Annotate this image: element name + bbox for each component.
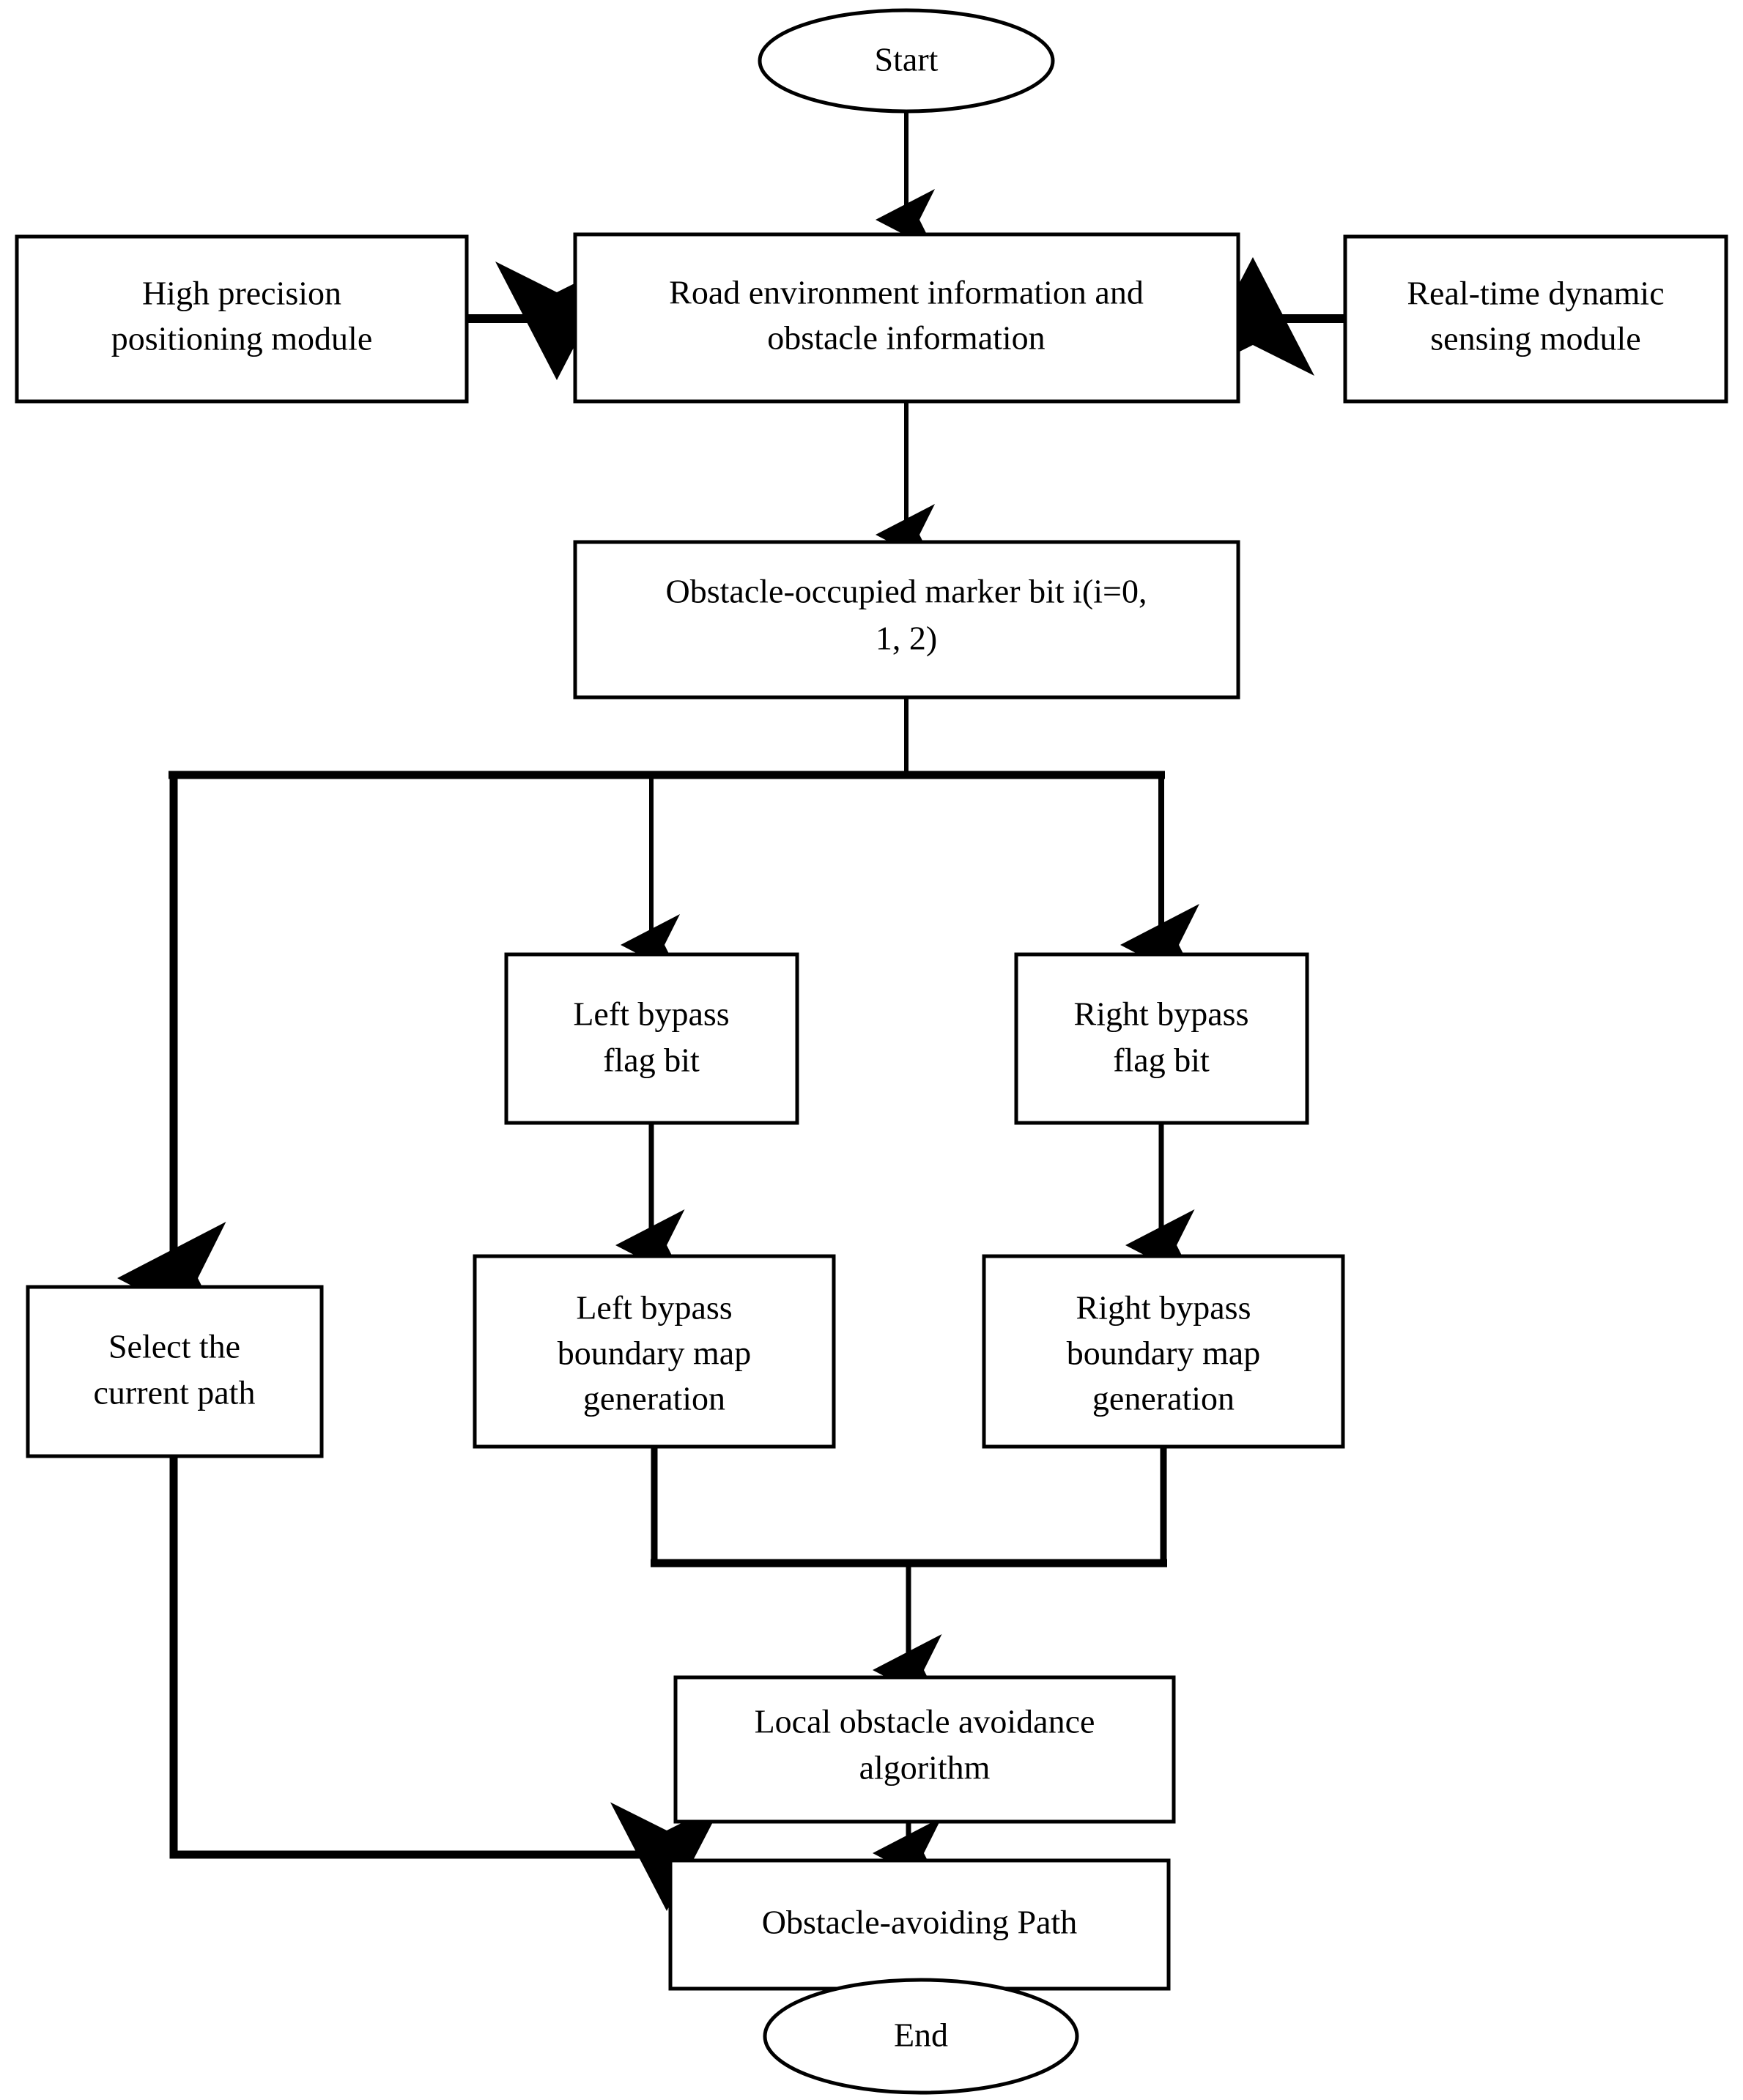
node-left-boundary-line3: generation bbox=[583, 1380, 725, 1417]
node-start-label: Start bbox=[875, 41, 939, 78]
node-select-path-line2: current path bbox=[94, 1374, 256, 1411]
node-right-bypass-flag-bit[interactable]: Right bypass flag bit bbox=[1014, 952, 1309, 1125]
node-left-boundary-line2: boundary map bbox=[558, 1335, 751, 1372]
node-realtime-sensing-line1: Real-time dynamic bbox=[1407, 275, 1664, 312]
node-realtime-sensing-line2: sensing module bbox=[1430, 320, 1640, 357]
node-end-label: End bbox=[894, 2016, 948, 2054]
node-high-precision-positioning-module[interactable]: High precision positioning module bbox=[15, 234, 469, 404]
node-start[interactable]: Start bbox=[758, 8, 1055, 114]
node-local-algo-line1: Local obstacle avoidance bbox=[755, 1703, 1095, 1740]
node-left-boundary-line1: Left bypass bbox=[576, 1289, 732, 1327]
node-realtime-dynamic-sensing-module[interactable]: Real-time dynamic sensing module bbox=[1343, 234, 1728, 404]
node-local-algo-line2: algorithm bbox=[859, 1749, 991, 1787]
node-left-bypass-flag-bit[interactable]: Left bypass flag bit bbox=[504, 952, 799, 1125]
edge-marker-bit-branch-bus bbox=[169, 696, 1165, 779]
node-right-flag-line2: flag bit bbox=[1113, 1042, 1210, 1079]
node-marker-bit-line2: 1, 2) bbox=[876, 620, 937, 657]
node-left-flag-line1: Left bypass bbox=[573, 995, 729, 1033]
node-right-boundary-line1: Right bypass bbox=[1076, 1289, 1251, 1327]
node-road-env-line1: Road environment information and bbox=[669, 274, 1144, 311]
node-obstacle-avoiding-path[interactable]: Obstacle-avoiding Path bbox=[668, 1858, 1171, 1991]
node-select-path-line1: Select the bbox=[108, 1328, 240, 1365]
node-road-environment-information[interactable]: Road environment information and obstacl… bbox=[573, 232, 1240, 404]
node-high-precision-line1: High precision bbox=[142, 275, 341, 312]
node-end[interactable]: End bbox=[763, 1978, 1079, 2095]
node-local-obstacle-avoidance-algorithm[interactable]: Local obstacle avoidance algorithm bbox=[673, 1675, 1176, 1824]
node-left-bypass-boundary-map-generation[interactable]: Left bypass boundary map generation bbox=[473, 1254, 836, 1449]
node-avoiding-path-label: Obstacle-avoiding Path bbox=[762, 1904, 1078, 1941]
node-right-flag-line1: Right bypass bbox=[1074, 995, 1249, 1033]
edge-boundaries-merge-to-local-algo bbox=[651, 1447, 1167, 1706]
node-right-boundary-line2: boundary map bbox=[1067, 1335, 1260, 1372]
node-road-env-line2: obstacle information bbox=[767, 319, 1045, 357]
node-left-flag-line2: flag bit bbox=[603, 1042, 700, 1079]
node-select-the-current-path[interactable]: Select the current path bbox=[26, 1285, 324, 1458]
node-obstacle-occupied-marker-bit[interactable]: Obstacle-occupied marker bit i(i=0, 1, 2… bbox=[573, 540, 1240, 700]
node-right-boundary-line3: generation bbox=[1092, 1380, 1235, 1417]
edge-select-path-to-avoiding-path bbox=[169, 1456, 723, 1911]
node-high-precision-line2: positioning module bbox=[111, 320, 373, 357]
node-right-bypass-boundary-map-generation[interactable]: Right bypass boundary map generation bbox=[982, 1254, 1345, 1449]
node-marker-bit-line1: Obstacle-occupied marker bit i(i=0, bbox=[666, 573, 1147, 610]
